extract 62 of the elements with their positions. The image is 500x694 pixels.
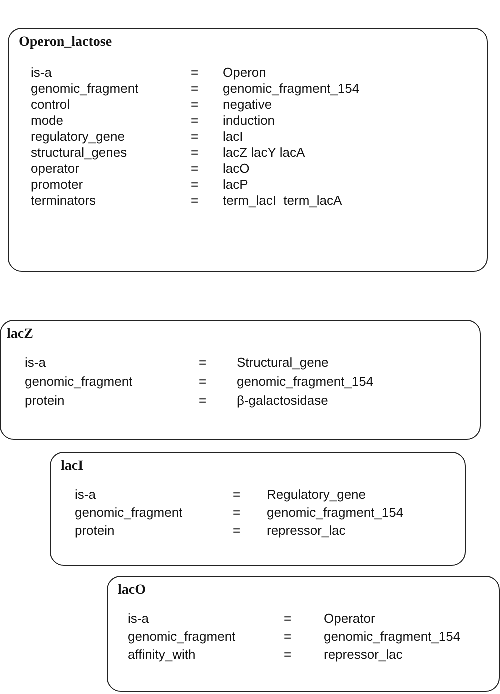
- equals-sign: =: [191, 81, 199, 97]
- slot-name: genomic_fragment: [75, 505, 183, 521]
- slot-name: affinity_with: [128, 647, 196, 663]
- equals-sign: =: [191, 65, 199, 81]
- slot-value: negative: [223, 97, 272, 113]
- slot-value: genomic_fragment_154: [267, 505, 404, 521]
- frame-title: lacO: [118, 583, 146, 599]
- slot-value: genomic_fragment_154: [324, 629, 461, 645]
- slot-value: term_lacI term_lacA: [223, 193, 342, 209]
- equals-sign: =: [191, 129, 199, 145]
- slot-value: lacO: [223, 161, 250, 177]
- slot-value: lacP: [223, 177, 248, 193]
- slot-value: genomic_fragment_154: [223, 81, 360, 97]
- slot-value: lacI: [223, 129, 244, 145]
- frame-box: [8, 28, 488, 272]
- slot-name: regulatory_gene: [31, 129, 125, 145]
- equals-sign: =: [233, 505, 241, 521]
- equals-sign: =: [191, 193, 199, 209]
- slot-name: operator: [31, 161, 80, 177]
- slot-value: lacZ lacY lacA: [223, 145, 306, 161]
- slot-name: is-a: [75, 487, 96, 503]
- slot-name: protein: [75, 523, 115, 539]
- equals-sign: =: [191, 161, 199, 177]
- slot-name: mode: [31, 113, 64, 129]
- slot-value: repressor_lac: [267, 523, 346, 539]
- slot-value: induction: [223, 113, 276, 129]
- equals-sign: =: [233, 523, 241, 539]
- slot-value: β-galactosidase: [237, 393, 328, 409]
- slot-value: Structural_gene: [237, 355, 329, 371]
- equals-sign: =: [199, 355, 207, 371]
- frame-title: lacZ: [7, 327, 34, 343]
- slot-name: promoter: [31, 177, 84, 193]
- frame-title: lacI: [61, 459, 84, 475]
- slot-name: genomic_fragment: [31, 81, 139, 97]
- slot-name: is-a: [31, 65, 52, 81]
- slot-name: is-a: [128, 611, 149, 627]
- equals-sign: =: [191, 177, 199, 193]
- frame-box: [107, 576, 500, 692]
- slot-value: genomic_fragment_154: [237, 374, 374, 390]
- slot-name: protein: [25, 393, 65, 409]
- slot-name: structural_genes: [31, 145, 128, 161]
- slot-name: control: [31, 97, 70, 113]
- slot-value: Operator: [324, 611, 376, 627]
- equals-sign: =: [199, 393, 207, 409]
- equals-sign: =: [191, 145, 199, 161]
- frame-title: Operon_lactose: [19, 35, 112, 51]
- slot-value: Operon: [223, 65, 266, 81]
- slot-name: genomic_fragment: [128, 629, 236, 645]
- equals-sign: =: [284, 647, 292, 663]
- equals-sign: =: [284, 611, 292, 627]
- slot-value: Regulatory_gene: [267, 487, 366, 503]
- slot-name: is-a: [25, 355, 46, 371]
- equals-sign: =: [233, 487, 241, 503]
- equals-sign: =: [284, 629, 292, 645]
- equals-sign: =: [191, 113, 199, 129]
- slot-value: repressor_lac: [324, 647, 403, 663]
- frame-box: [0, 320, 481, 440]
- equals-sign: =: [191, 97, 199, 113]
- frame-box: [50, 452, 466, 566]
- slot-name: genomic_fragment: [25, 374, 133, 390]
- equals-sign: =: [199, 374, 207, 390]
- slot-name: terminators: [31, 193, 96, 209]
